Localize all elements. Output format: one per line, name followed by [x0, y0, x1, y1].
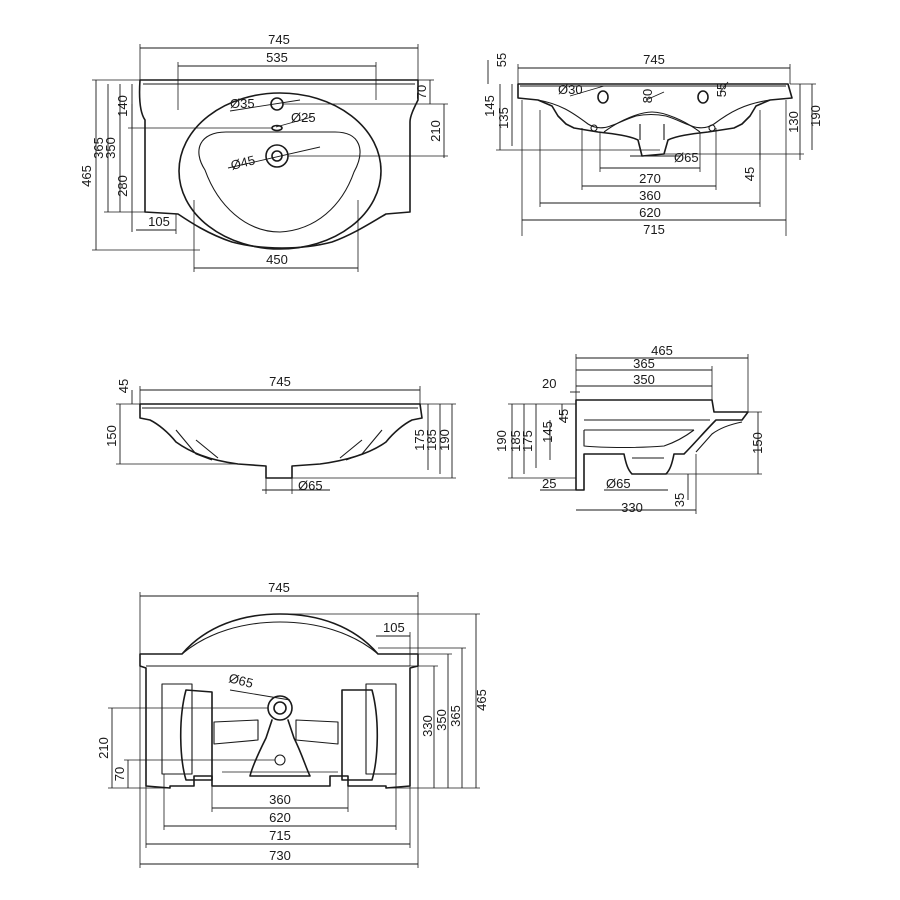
sv-20: 20: [542, 376, 556, 391]
sv-175: 175: [520, 430, 535, 452]
sv-350: 350: [633, 372, 655, 387]
sv-145: 145: [540, 421, 555, 443]
top-view-outline: [138, 79, 419, 249]
top-height-140: 140: [115, 95, 130, 117]
fs-width-745: 745: [643, 52, 665, 67]
fs-270: 270: [639, 171, 661, 186]
top-view-bowl: [198, 131, 361, 233]
fe-190: 190: [437, 429, 452, 451]
top-view: 745 535 450 105 465 365 350 280 140 70 2…: [79, 32, 448, 272]
fs-135: 135: [496, 107, 511, 129]
front-section-bowl: [537, 99, 771, 129]
fe-175: 175: [412, 429, 427, 451]
fs-715: 715: [643, 222, 665, 237]
front-elevation-outline: [139, 403, 423, 479]
fs-190: 190: [808, 105, 823, 127]
fs-360: 360: [639, 188, 661, 203]
drain-outer: [265, 144, 289, 168]
front-elevation-view: 745 45 150 175 185 190 Ø65: [104, 374, 456, 494]
bv-70: 70: [112, 767, 127, 781]
bv-width-745: 745: [268, 580, 290, 595]
top-width-535: 535: [266, 50, 288, 65]
side-view-outline: [575, 399, 749, 491]
top-dia-45: Ø45: [229, 152, 256, 173]
top-height-465: 465: [79, 165, 94, 187]
bottom-right-support: [365, 683, 397, 775]
bv-620: 620: [269, 810, 291, 825]
bottom-view: 745 105 Ø65 330 350 365 465 210 70 360 6…: [96, 580, 489, 868]
front-section-view: 745 Ø30 80 55 55 145 135 130 190 Ø65 270…: [482, 52, 823, 237]
sv-150: 150: [750, 432, 765, 454]
fs-45: 45: [742, 167, 757, 181]
top-width-745: 745: [268, 32, 290, 47]
fs-dia-65: Ø65: [674, 150, 699, 165]
fe-width-745: 745: [269, 374, 291, 389]
fe-45: 45: [116, 379, 131, 393]
sv-35: 35: [672, 493, 687, 507]
overflow-hole: [271, 124, 283, 132]
bottom-drain-inner: [273, 701, 287, 715]
top-dia-35: Ø35: [230, 96, 255, 111]
bv-360: 360: [269, 792, 291, 807]
fe-150: 150: [104, 425, 119, 447]
sv-185: 185: [508, 430, 523, 452]
sv-dia-65: Ø65: [606, 476, 631, 491]
fs-130: 130: [786, 111, 801, 133]
top-height-280: 280: [115, 175, 130, 197]
sv-45: 45: [556, 409, 571, 423]
bv-dia-65: Ø65: [227, 670, 254, 691]
top-dia-25: Ø25: [291, 110, 316, 125]
bv-365: 365: [448, 705, 463, 727]
side-view: 465 365 350 20 45 190 185 175 145 150 25…: [494, 343, 765, 515]
bv-465: 465: [474, 689, 489, 711]
fe-dia-65: Ø65: [298, 478, 323, 493]
fs-620: 620: [639, 205, 661, 220]
bv-715: 715: [269, 828, 291, 843]
top-right-70: 70: [414, 85, 429, 99]
sv-330: 330: [621, 500, 643, 515]
fs-55-right: 55: [714, 83, 729, 97]
fs-dia-30: Ø30: [558, 82, 583, 97]
bv-330: 330: [420, 715, 435, 737]
bv-210: 210: [96, 737, 111, 759]
fs-55-left: 55: [494, 53, 509, 67]
sv-465: 465: [651, 343, 673, 358]
top-view-basin-outer: [178, 92, 382, 250]
sv-190: 190: [494, 430, 509, 452]
top-right-210: 210: [428, 120, 443, 142]
top-height-365: 365: [91, 137, 106, 159]
top-height-350: 350: [103, 137, 118, 159]
bottom-left-support: [161, 683, 193, 775]
bv-105: 105: [383, 620, 405, 635]
front-section-tap-left: [597, 90, 609, 104]
bv-730: 730: [269, 848, 291, 863]
top-width-450: 450: [266, 252, 288, 267]
bottom-view-outline: [139, 613, 419, 789]
bv-350: 350: [434, 709, 449, 731]
front-section-tap-right: [697, 90, 709, 104]
fs-80: 80: [640, 89, 655, 103]
fs-145: 145: [482, 95, 497, 117]
sv-365: 365: [633, 356, 655, 371]
top-width-105: 105: [148, 214, 170, 229]
sv-25: 25: [542, 476, 556, 491]
fe-185: 185: [424, 429, 439, 451]
